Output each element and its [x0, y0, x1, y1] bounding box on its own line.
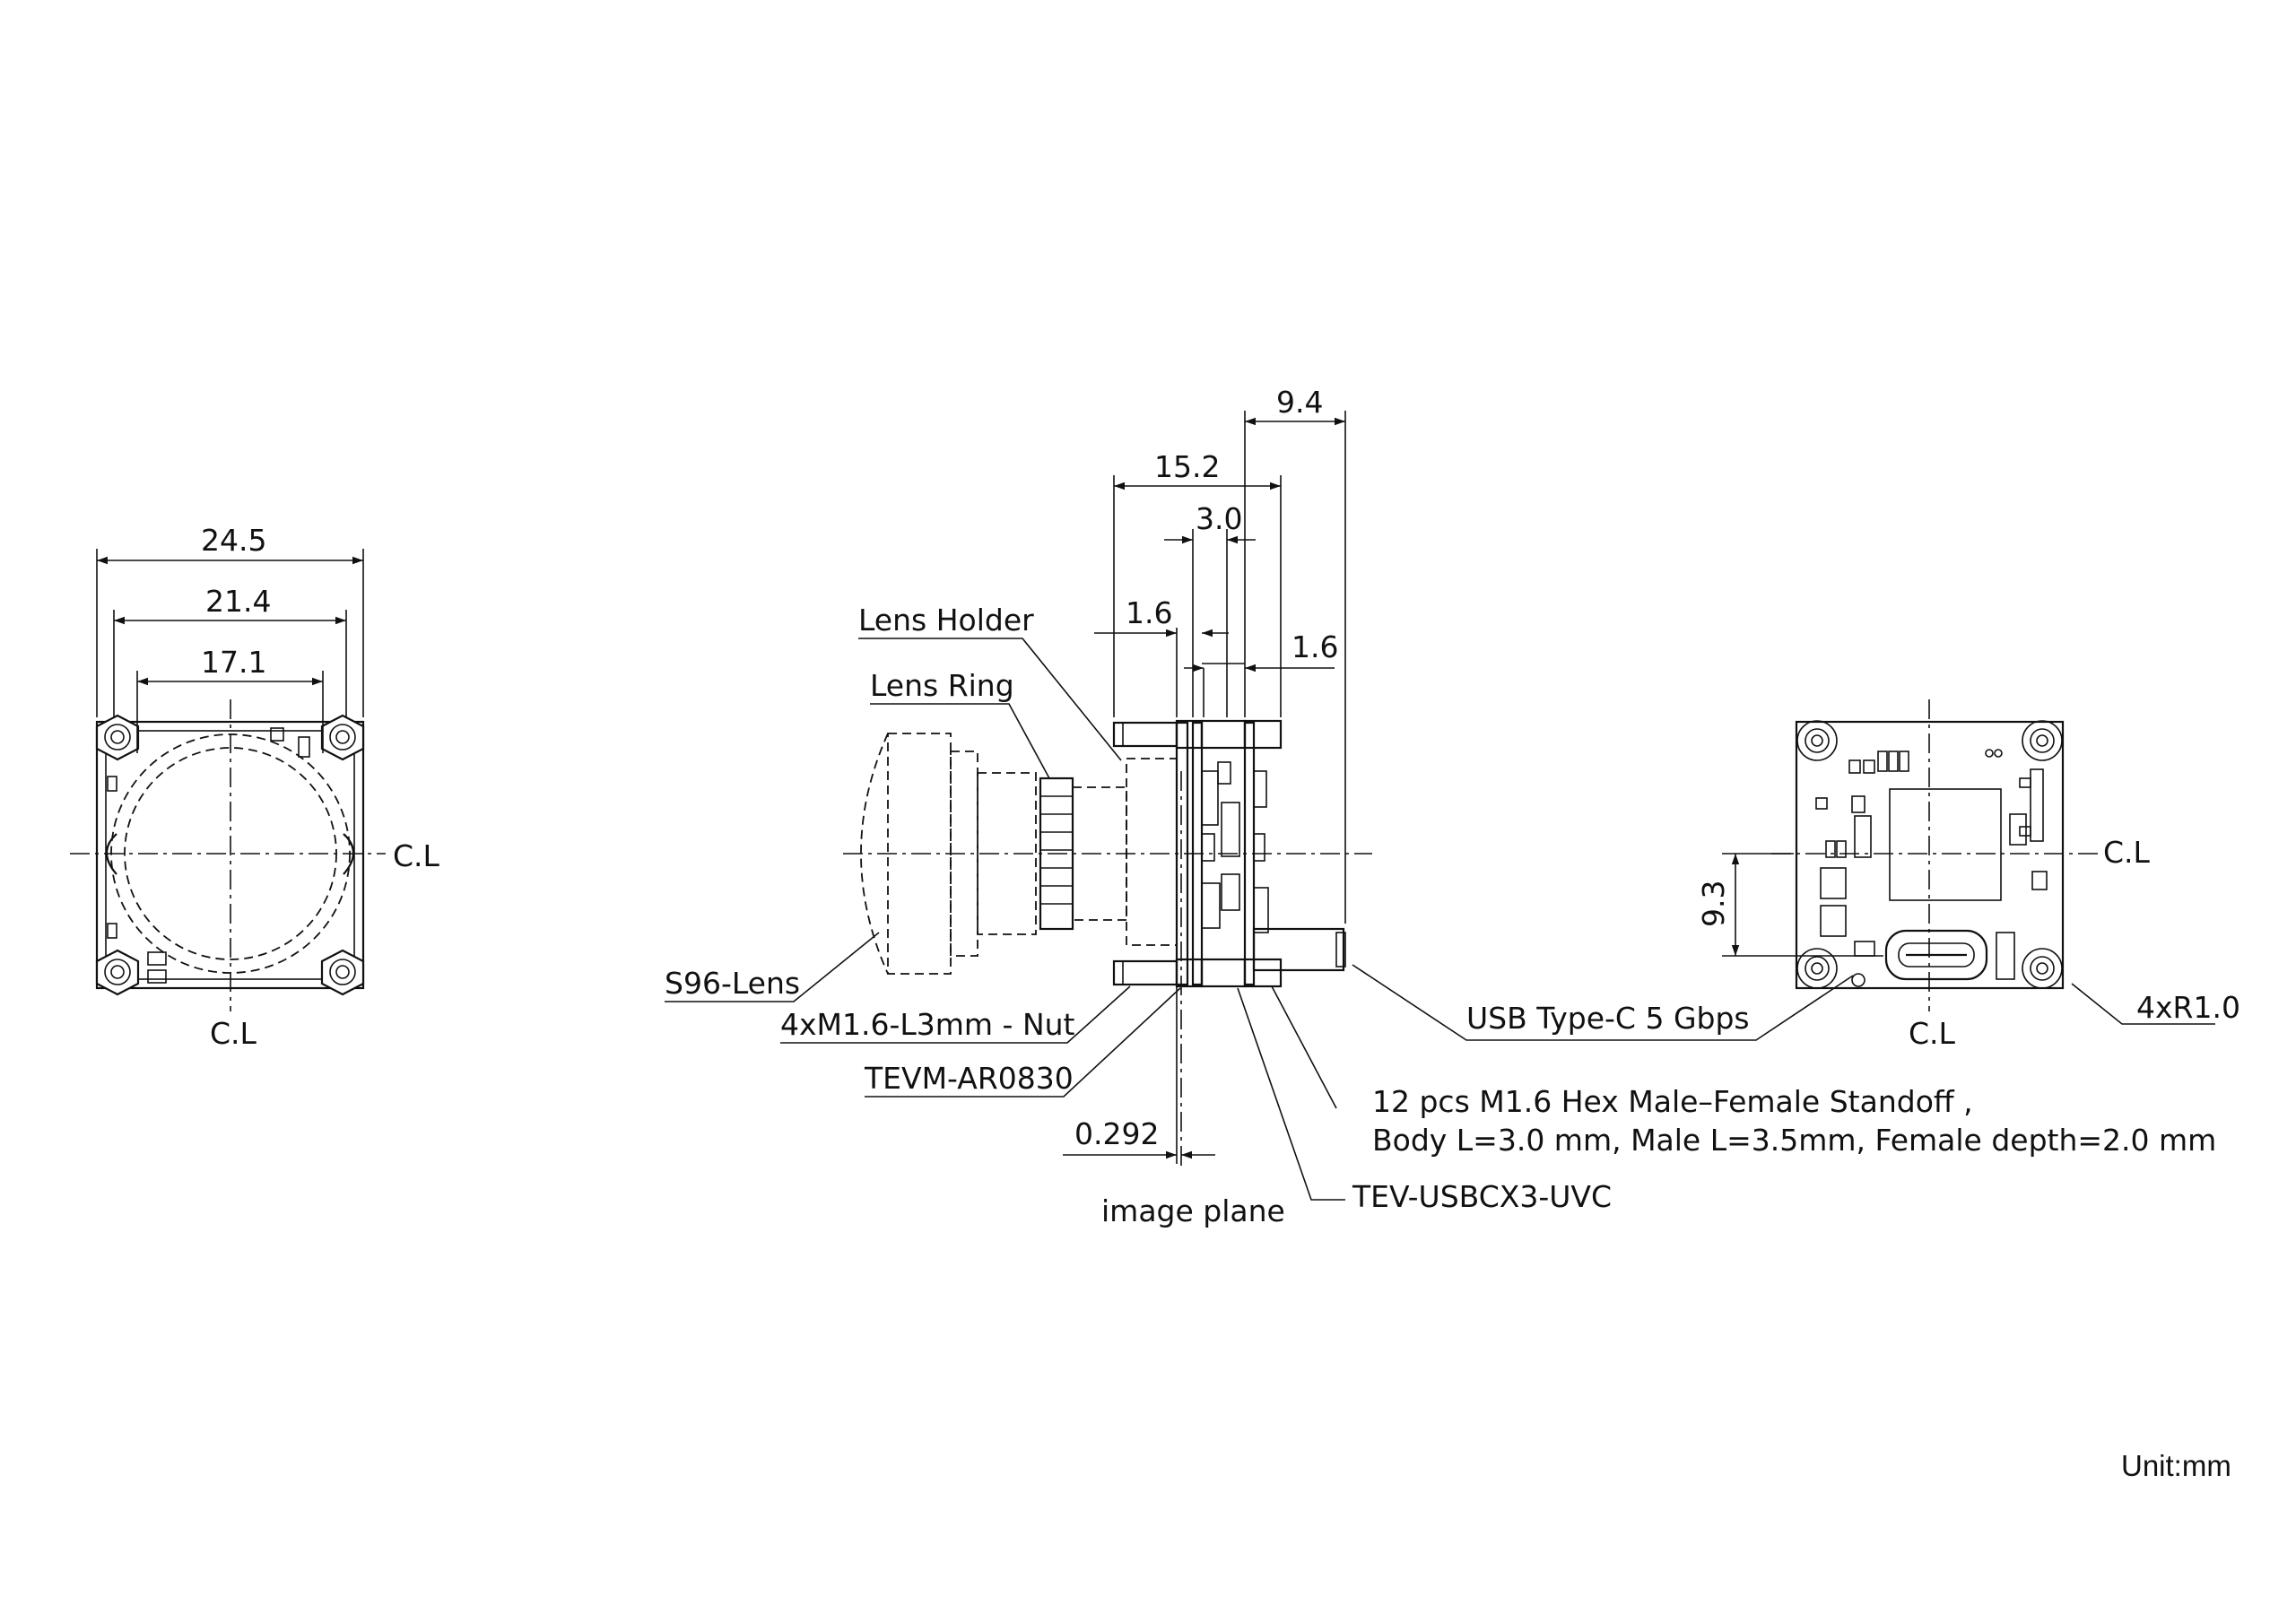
rear-cl-horizontal-label: C.L	[2103, 835, 2151, 870]
rear-cl-vertical-label: C.L	[1909, 1016, 1956, 1051]
rear-main-chip	[1889, 788, 2002, 901]
unit-label: Unit:mm	[2121, 1449, 2231, 1482]
front-dim-21-4: 21.4	[205, 584, 271, 619]
side-dim-0-292: 0.292	[1074, 1116, 1159, 1151]
rear-hole-tr	[2022, 720, 2063, 761]
front-dim-17-1: 17.1	[201, 645, 266, 680]
callout-image-plane: image plane	[1101, 1193, 1285, 1228]
rear-hole-br	[2022, 948, 2063, 989]
side-usb-connector	[1252, 927, 1345, 972]
rear-hole-tl	[1796, 720, 1838, 761]
front-standoff-tl	[95, 714, 140, 761]
front-standoff-br	[320, 949, 365, 996]
rear-usb-c-port	[1884, 929, 1988, 981]
side-lens-holder	[1126, 758, 1178, 946]
callout-lens-ring: Lens Ring	[870, 668, 1014, 703]
front-standoff-bl	[95, 949, 140, 996]
callout-nut: 4xM1.6-L3mm - Nut	[780, 1007, 1075, 1042]
front-cl-horizontal-label: C.L	[393, 838, 440, 873]
front-cl-vertical-label: C.L	[210, 1016, 257, 1051]
rear-dim-9-3: 9.3	[1696, 881, 1731, 927]
front-dim-24-5: 24.5	[201, 523, 266, 558]
side-dim-1-6-left: 1.6	[1126, 595, 1172, 630]
rear-hole-bl	[1796, 948, 1838, 989]
callout-tevm: TEVM-AR0830	[864, 1061, 1074, 1096]
callout-standoff-line1: 12 pcs M1.6 Hex Male–Female Standoff ,	[1372, 1084, 1973, 1119]
rear-view: C.L C.L 9.3 4xR1.0	[1696, 699, 2240, 1051]
side-dim-3-0: 3.0	[1196, 501, 1242, 536]
side-dim-9-4: 9.4	[1276, 385, 1323, 420]
side-view: 9.4 15.2 3.0 1.6 1.6 0.292 Lens Holder L…	[665, 385, 2216, 1228]
side-dim-1-6-right: 1.6	[1292, 629, 1338, 664]
callout-standoff-line2: Body L=3.0 mm, Male L=3.5mm, Female dept…	[1372, 1123, 2216, 1158]
callout-usb: USB Type-C 5 Gbps	[1466, 1001, 1750, 1036]
side-standoffs-top	[1112, 719, 1283, 750]
side-dim-15-2: 15.2	[1154, 449, 1220, 484]
front-standoff-tr	[320, 714, 365, 761]
front-view: C.L C.L 24.5 21.4 17.1	[70, 523, 440, 1051]
callout-tev-usb: TEV-USBCX3-UVC	[1352, 1179, 1612, 1214]
side-standoffs-bottom	[1112, 958, 1283, 988]
side-s96-lens	[860, 733, 889, 975]
callout-s96-lens: S96-Lens	[665, 966, 800, 1001]
callout-radius: 4xR1.0	[2136, 990, 2240, 1025]
callout-lens-holder: Lens Holder	[858, 603, 1034, 638]
